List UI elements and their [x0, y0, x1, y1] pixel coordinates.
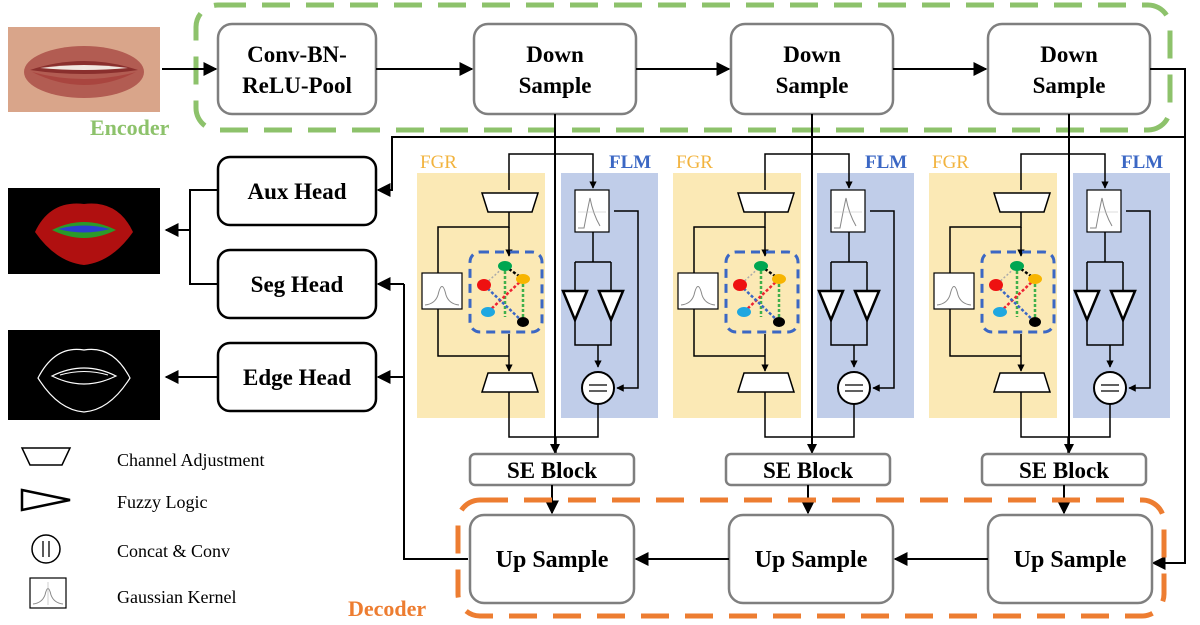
trapezoid-icon	[736, 192, 796, 213]
concat-circle-icon	[1093, 371, 1127, 405]
decoder-block-up-2: Up Sample	[727, 513, 895, 605]
concat-circle-icon	[837, 371, 871, 405]
graph-reasoning-box	[468, 250, 544, 334]
fgr-flm-module-1: FGR FLM SE Block	[417, 152, 658, 515]
trapezoid-icon	[736, 372, 796, 393]
gaussian-kernel-icon	[933, 272, 975, 310]
gaussian-kernel-icon	[677, 272, 719, 310]
seg-head: Seg Head	[216, 248, 378, 320]
fgr-label: FGR	[420, 152, 457, 173]
triangle-icon	[20, 488, 71, 512]
triangle-icon	[1109, 289, 1137, 324]
trapezoid-icon	[480, 192, 540, 213]
edge-head: Edge Head	[216, 341, 378, 413]
svg-text:Sample: Sample	[776, 73, 849, 98]
svg-text:Down: Down	[526, 42, 584, 67]
gaussian-kernel-icon	[830, 189, 866, 233]
gaussian-kernel-icon	[421, 272, 463, 310]
svg-text:Down: Down	[783, 42, 841, 67]
graph-reasoning-box	[724, 250, 800, 334]
triangle-icon	[1073, 289, 1101, 324]
legend-fuzzy-logic: Fuzzy Logic	[117, 492, 207, 512]
aux-head: Aux Head	[216, 155, 378, 227]
gaussian-kernel-icon	[1086, 189, 1122, 233]
concat-circle-icon	[31, 534, 61, 564]
svg-text:SE Block: SE Block	[507, 458, 597, 483]
edge-output-image	[8, 330, 160, 420]
svg-text:SE Block: SE Block	[763, 458, 853, 483]
legend-gaussian-kernel: Gaussian Kernel	[117, 587, 236, 607]
concat-circle-icon	[581, 371, 615, 405]
svg-text:Up Sample: Up Sample	[1014, 547, 1127, 573]
svg-text:Sample: Sample	[519, 73, 592, 98]
fgr-flm-module-3: FGR FLM SE Block	[929, 152, 1170, 515]
trapezoid-icon	[480, 372, 540, 393]
decoder-block-up-3: Up Sample	[986, 513, 1154, 605]
encoder-frame	[193, 2, 1173, 133]
triangle-icon	[597, 289, 625, 324]
encoder-label: Encoder	[90, 115, 170, 140]
legend-concat-conv: Concat & Conv	[117, 541, 230, 561]
svg-text:Edge Head: Edge Head	[243, 365, 351, 390]
decoder-label: Decoder	[348, 596, 426, 621]
segmentation-output-image	[8, 188, 160, 274]
legend: Channel Adjustment Fuzzy Logic Concat & …	[20, 447, 265, 609]
triangle-icon	[561, 289, 589, 324]
se-block: SE Block	[724, 452, 892, 487]
svg-text:SE Block: SE Block	[1019, 458, 1109, 483]
decoder-block-up-1: Up Sample	[468, 513, 636, 605]
svg-text:Up Sample: Up Sample	[496, 547, 609, 573]
flm-label: FLM	[865, 152, 907, 173]
encoder-block-down-1: Down Sample	[472, 22, 638, 116]
trapezoid-icon	[992, 192, 1052, 213]
fgr-flm-module-2: FGR FLM SE Block	[673, 152, 914, 515]
svg-text:Conv-BN-: Conv-BN-	[247, 42, 347, 67]
se-block: SE Block	[468, 452, 636, 487]
svg-text:Up Sample: Up Sample	[755, 547, 868, 573]
fgr-label: FGR	[676, 152, 713, 173]
svg-text:Down: Down	[1040, 42, 1098, 67]
svg-text:Sample: Sample	[1033, 73, 1106, 98]
legend-channel-adjustment: Channel Adjustment	[117, 450, 265, 470]
triangle-icon	[817, 289, 845, 324]
trapezoid-icon	[20, 447, 72, 466]
decoder-frame	[455, 497, 1167, 619]
triangle-icon	[853, 289, 881, 324]
flm-label: FLM	[609, 152, 651, 173]
svg-text:ReLU-Pool: ReLU-Pool	[242, 73, 352, 98]
gaussian-kernel-icon	[574, 189, 610, 233]
fgr-label: FGR	[932, 152, 969, 173]
svg-text:Aux Head: Aux Head	[247, 179, 346, 204]
graph-reasoning-box	[980, 250, 1056, 334]
input-lip-image	[8, 27, 160, 112]
trapezoid-icon	[992, 372, 1052, 393]
encoder-block-down-2: Down Sample	[729, 22, 895, 116]
gaussian-kernel-icon	[29, 577, 67, 609]
encoder-block-down-3: Down Sample	[986, 22, 1152, 116]
flm-label: FLM	[1121, 152, 1163, 173]
encoder-block-conv: Conv-BN- ReLU-Pool	[216, 22, 378, 116]
svg-text:Seg Head: Seg Head	[251, 272, 344, 297]
se-block: SE Block	[980, 452, 1148, 487]
